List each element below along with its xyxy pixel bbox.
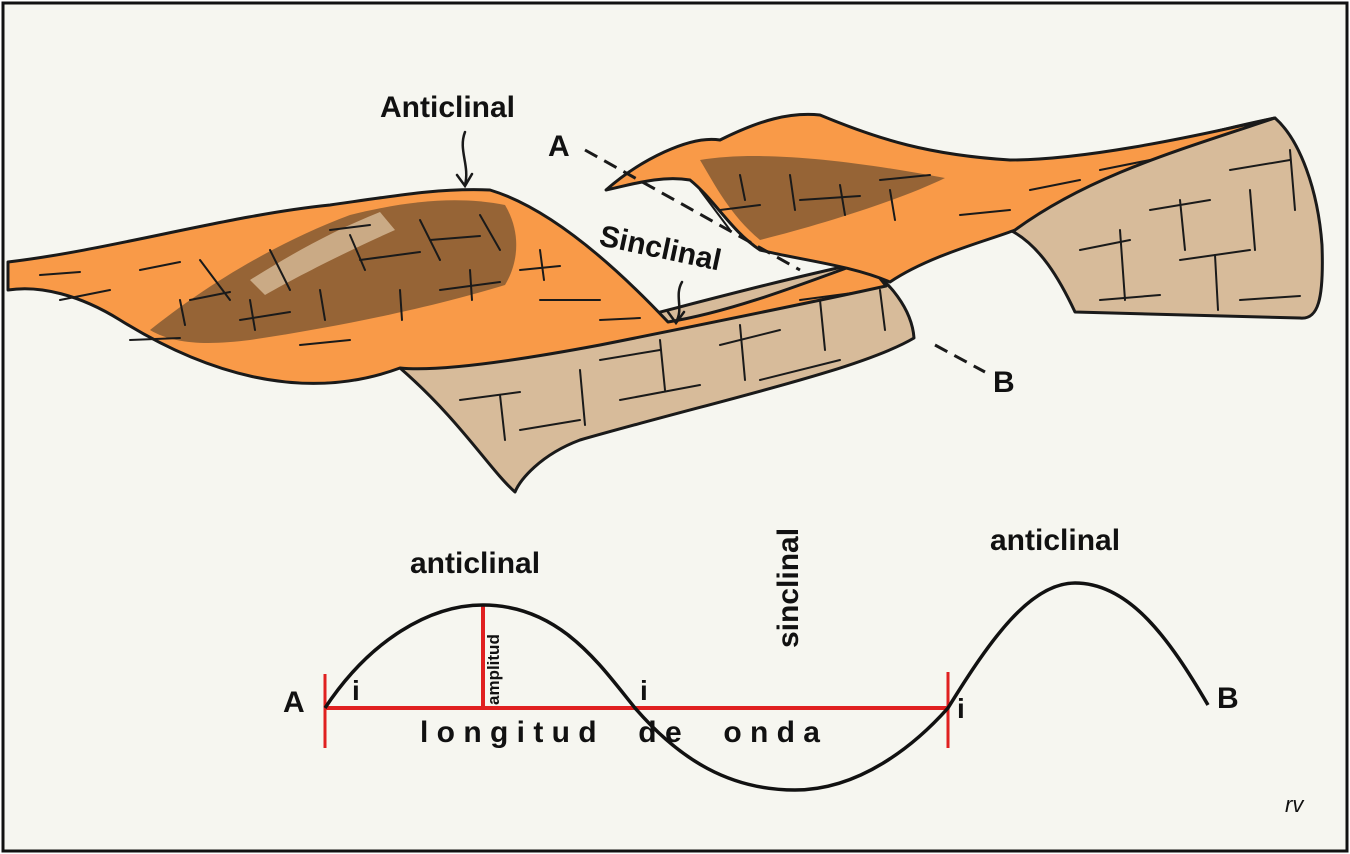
underside-fractures	[459, 149, 1301, 441]
fold-profile-curve	[323, 581, 1210, 792]
profile-anticline-right-label: anticlinal	[990, 524, 1120, 557]
left-anticline-core-light	[250, 212, 395, 295]
inflection-label-2: i	[640, 675, 648, 706]
block-anticline-label: Anticlinal	[380, 91, 515, 124]
wavelength-label: l o n g i t u d d e o n d a	[420, 716, 820, 749]
profile-point-a: A	[283, 686, 305, 719]
syncline-arrow	[666, 280, 686, 326]
syncline-underside	[398, 261, 916, 494]
folded-strata-block	[6, 112, 1324, 494]
surface-fractures	[39, 159, 1151, 346]
fold-profile	[323, 581, 1210, 792]
inflection-label-1: i	[352, 675, 360, 706]
left-anticline-core	[150, 200, 517, 343]
amplitude-label: amplitud	[484, 634, 503, 705]
anticline-arrow	[455, 130, 474, 189]
inflection-label-3: i	[957, 693, 965, 724]
profile-point-b: B	[1217, 682, 1239, 715]
block-point-a: A	[548, 130, 570, 163]
section-line-ab	[584, 148, 986, 374]
profile-syncline-label: sinclinal	[772, 528, 805, 648]
block-point-b: B	[993, 366, 1015, 399]
profile-anticline-left-label: anticlinal	[410, 547, 540, 580]
author-credit: rv	[1285, 792, 1305, 817]
